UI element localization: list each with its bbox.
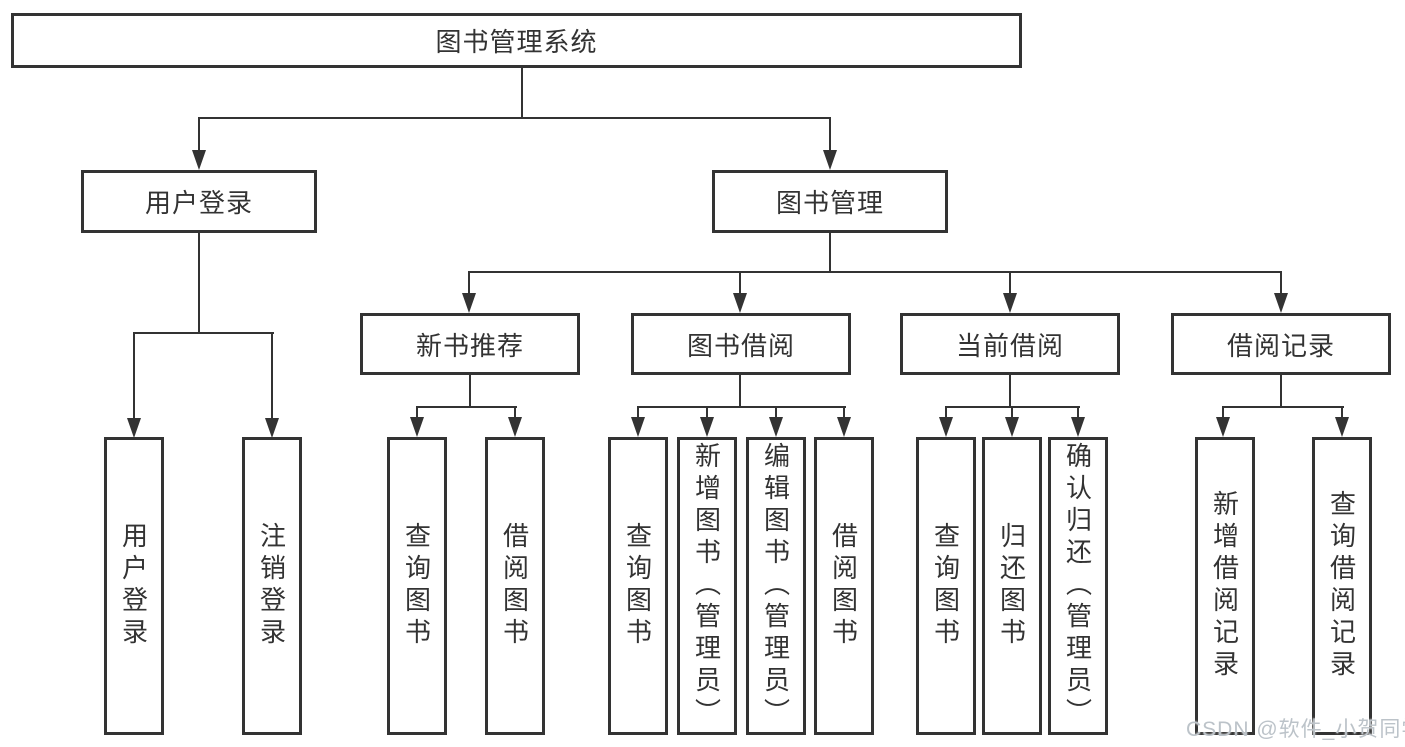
level3-node-book-borrow: 图书借阅: [631, 313, 851, 375]
connector-user-login-branch: [133, 332, 274, 334]
arrowhead-down-icon: [823, 150, 837, 170]
connector-to-leaf-query-record: [1341, 406, 1343, 419]
connector-to-book-borrow: [739, 271, 741, 296]
arrowhead-down-icon: [127, 418, 141, 438]
arrowhead-down-icon: [1003, 293, 1017, 313]
arrowhead-down-icon: [769, 417, 783, 437]
connector-root-branch: [198, 117, 831, 119]
connector-to-borrow-records: [1280, 271, 1282, 296]
connector-borrow-records-branch: [1222, 406, 1344, 408]
connector-current-borrow-stem: [1009, 375, 1011, 408]
connector-to-current-borrow: [1009, 271, 1011, 296]
connector-to-new-book-recommend: [468, 271, 470, 296]
arrowhead-down-icon: [192, 150, 206, 170]
connector-user-login-stem: [198, 233, 200, 334]
connector-root-to-user-login: [198, 117, 200, 153]
connector-to-leaf-edit-book: [775, 406, 777, 419]
leaf-node-query-books-borrow: 查询图书: [608, 437, 668, 735]
level2-node-book-management: 图书管理: [712, 170, 948, 233]
connector-to-leaf-add-book: [706, 406, 708, 419]
root-node: 图书管理系统: [11, 13, 1022, 68]
connector-to-leaf-return-book: [1011, 406, 1013, 419]
arrowhead-down-icon: [1071, 417, 1085, 437]
connector-book-mgmt-branch: [468, 271, 1282, 273]
arrowhead-down-icon: [837, 417, 851, 437]
connector-book-borrow-stem: [739, 375, 741, 408]
leaf-node-logout: 注销登录: [242, 437, 302, 735]
connector-to-leaf-confirm-return: [1077, 406, 1079, 419]
arrowhead-down-icon: [265, 418, 279, 438]
level2-node-user-login: 用户登录: [81, 170, 317, 233]
arrowhead-down-icon: [508, 417, 522, 437]
level3-node-new-book-recommend: 新书推荐: [360, 313, 580, 375]
connector-to-leaf-borrow-books-1: [514, 406, 516, 419]
leaf-node-query-books-recommend: 查询图书: [387, 437, 447, 735]
connector-book-borrow-branch: [637, 406, 846, 408]
connector-to-leaf-user-login: [133, 332, 135, 420]
arrowhead-down-icon: [1216, 417, 1230, 437]
level3-node-borrow-records: 借阅记录: [1171, 313, 1391, 375]
connector-to-leaf-borrow-books-2: [843, 406, 845, 419]
connector-new-book-branch: [416, 406, 517, 408]
connector-borrow-records-stem: [1280, 375, 1282, 408]
leaf-node-query-borrow-record: 查询借阅记录: [1312, 437, 1372, 735]
connector-to-leaf-add-record: [1222, 406, 1224, 419]
connector-root-stem: [521, 68, 523, 119]
leaf-node-add-book-admin: 新增图书（管理员）: [677, 437, 737, 735]
connector-book-mgmt-stem: [829, 233, 831, 273]
leaf-node-confirm-return-admin: 确认归还（管理员）: [1048, 437, 1108, 735]
leaf-node-borrow-books-recommend: 借阅图书: [485, 437, 545, 735]
leaf-node-query-books-current: 查询图书: [916, 437, 976, 735]
connector-root-to-book-mgmt: [829, 117, 831, 153]
leaf-node-return-book: 归还图书: [982, 437, 1042, 735]
leaf-node-add-borrow-record: 新增借阅记录: [1195, 437, 1255, 735]
arrowhead-down-icon: [410, 417, 424, 437]
connector-new-book-stem: [469, 375, 471, 408]
arrowhead-down-icon: [1274, 293, 1288, 313]
connector-to-leaf-query-books-3: [945, 406, 947, 419]
arrowhead-down-icon: [1335, 417, 1349, 437]
level3-node-current-borrow: 当前借阅: [900, 313, 1120, 375]
arrowhead-down-icon: [700, 417, 714, 437]
arrowhead-down-icon: [462, 293, 476, 313]
csdn-watermark: CSDN @软件_小贺同学: [1186, 718, 1405, 741]
leaf-node-borrow-books-2: 借阅图书: [814, 437, 874, 735]
leaf-node-user-login: 用户登录: [104, 437, 164, 735]
arrowhead-down-icon: [1005, 417, 1019, 437]
connector-to-leaf-query-books-1: [416, 406, 418, 419]
arrowhead-down-icon: [733, 293, 747, 313]
connector-to-leaf-query-books-2: [637, 406, 639, 419]
connector-to-leaf-logout: [271, 332, 273, 420]
arrowhead-down-icon: [939, 417, 953, 437]
arrowhead-down-icon: [631, 417, 645, 437]
leaf-node-edit-book-admin: 编辑图书（管理员）: [746, 437, 806, 735]
